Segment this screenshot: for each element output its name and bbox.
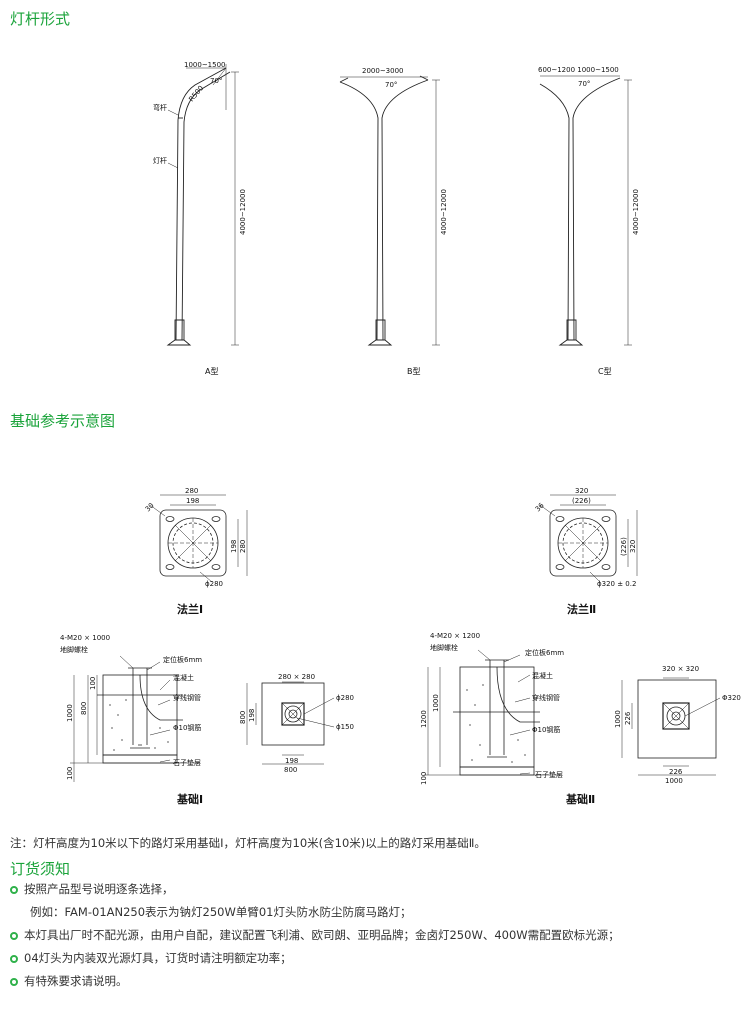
pole-a-arm-name: 弯杆: [153, 103, 167, 112]
flange-2-dia: ϕ320 ± 0.2: [597, 580, 636, 588]
flange-2-hole: 36: [534, 501, 546, 513]
flange-1-dia: ϕ280: [205, 580, 223, 588]
base-1-plan: [246, 681, 335, 765]
pole-b-angle: 70°: [385, 81, 397, 89]
pole-a-arm-span: 1000~1500: [184, 61, 226, 69]
flange-2-inner: (226): [572, 497, 591, 505]
pole-a-pole-name: 灯杆: [153, 156, 167, 165]
list-item: 按照产品型号说明逐条选择，: [10, 878, 745, 901]
base-2-plate: 定位板6mm: [525, 648, 564, 657]
base-2-h-total: 1200: [420, 710, 428, 728]
pole-b-height: 4000~12000: [440, 189, 448, 235]
pole-a-angle: 70°: [210, 77, 222, 85]
order-item-text: 例如：FAM-01AN250表示为钠灯250W单臂01灯头防水防尘防腐马路灯；: [30, 905, 412, 919]
base-2-plan: [621, 677, 721, 776]
flange-2-label: 法兰Ⅱ: [567, 602, 596, 616]
base-1-h-total: 1000: [66, 704, 74, 722]
section-title-foundation: 基础参考示意图: [10, 412, 116, 430]
base-1-plan-d1: ϕ280: [336, 694, 354, 702]
base-2-plan-wi: 226: [669, 768, 683, 776]
base-2-pipe: 穿线钢管: [532, 693, 560, 702]
base-2-plan-d1: Φ320: [722, 694, 741, 702]
order-item-text: 本灯具出厂时不配光源，由用户自配，建议配置飞利浦、欧司朗、亚明品牌；金卤灯250…: [24, 928, 620, 942]
base-1-h-mid: 800: [80, 702, 88, 715]
list-item: 有特殊要求请说明。: [10, 970, 745, 993]
base-1-plan-wi: 198: [285, 757, 298, 765]
base-1-elevation: [70, 655, 200, 782]
base-1-plan-w: 800: [284, 766, 297, 774]
pole-b-drawing: [339, 75, 440, 346]
order-item-text: 04灯头为内装双光源灯具，订货时请注明额定功率；: [24, 951, 292, 965]
flange-1-label: 法兰Ⅰ: [177, 602, 203, 616]
base-1-gravel: 石子垫层: [173, 758, 201, 767]
base-1-bolt: 4-M20 × 1000: [60, 634, 110, 642]
flange-1-inner: 198: [186, 497, 199, 505]
pole-a-height: 4000~12000: [239, 189, 247, 235]
order-item-text: 有特殊要求请说明。: [24, 974, 128, 988]
pole-a-drawing: [166, 64, 239, 346]
base-1-bolt-name: 地脚螺栓: [60, 645, 88, 654]
foundation-note: 注：灯杆高度为10米以下的路灯采用基础Ⅰ，灯杆高度为10米(含10米)以上的路灯…: [10, 836, 486, 850]
base-2-elevation: [424, 649, 560, 776]
pole-c-drawing: [539, 75, 632, 346]
base-1-plan-hi: 198: [248, 709, 256, 722]
flange-1-side-inner: 198: [230, 540, 238, 553]
base-2-bolt-name: 地脚螺栓: [430, 643, 458, 652]
flange-2-side: 320: [629, 540, 637, 553]
base-1-texture: [109, 699, 169, 751]
bullet-circle-icon: [10, 932, 18, 940]
base-2-concrete: 混凝土: [532, 671, 553, 680]
base-2-h-bottom: 100: [420, 772, 428, 785]
flange-1-hole: 30: [144, 501, 156, 513]
base-2-texture: [466, 684, 526, 763]
pole-c-label: C型: [598, 367, 612, 376]
list-item: 04灯头为内装双光源灯具，订货时请注明额定功率；: [10, 947, 745, 970]
base-2-plan-h: 1000: [614, 710, 622, 728]
pole-a-radius: R500: [187, 84, 205, 103]
order-item-text: 按照产品型号说明逐条选择，: [24, 882, 174, 896]
section-title-pole-forms: 灯杆形式: [10, 10, 71, 28]
pole-b-label: B型: [407, 367, 421, 376]
base-1-h-bottom: 100: [66, 767, 74, 780]
base-2-bolt: 4-M20 × 1200: [430, 632, 480, 640]
flange-1-side: 280: [239, 540, 247, 553]
base-2-plan-top: 320 × 320: [662, 665, 699, 673]
base-1-pipe: 穿线钢管: [173, 693, 201, 702]
ordering-list: 按照产品型号说明逐条选择， 例如：FAM-01AN250表示为钠灯250W单臂0…: [10, 878, 745, 993]
base-2-label: 基础Ⅱ: [565, 792, 595, 806]
bullet-circle-icon: [10, 978, 18, 986]
base-1-h-top: 100: [89, 677, 97, 690]
base-1-plan-d2: ϕ150: [336, 723, 354, 731]
flange-1-width: 280: [185, 487, 198, 495]
list-item: 本灯具出厂时不配光源，由用户自配，建议配置飞利浦、欧司朗、亚明品牌；金卤灯250…: [10, 924, 745, 947]
base-2-gravel: 石子垫层: [535, 770, 563, 779]
pole-b-arm-span: 2000~3000: [362, 67, 404, 75]
bullet-circle-icon: [10, 955, 18, 963]
pole-a-label: A型: [205, 367, 218, 376]
base-2-plan-w: 1000: [665, 777, 683, 785]
pole-c-height: 4000~12000: [632, 189, 640, 235]
flange-1-drawing: [149, 494, 248, 583]
base-2-h-inner: 1000: [432, 694, 440, 712]
base-1-rebar: Φ10钢筋: [173, 723, 201, 732]
pole-c-arm-span: 600~1200 1000~1500: [538, 66, 619, 74]
base-1-plan-top: 280 × 280: [278, 673, 315, 681]
flange-2-drawing: [539, 494, 638, 583]
flange-2-side-inner: (226): [620, 537, 628, 556]
pole-c-angle: 70°: [578, 80, 590, 88]
base-2-plan-hi: 226: [624, 711, 632, 725]
bullet-circle-icon: [10, 886, 18, 894]
list-item: 例如：FAM-01AN250表示为钠灯250W单臂01灯头防水防尘防腐马路灯；: [10, 901, 745, 924]
flange-2-width: 320: [575, 487, 588, 495]
base-1-concrete: 混凝土: [173, 673, 194, 682]
base-1-plate: 定位板6mm: [163, 655, 202, 664]
base-1-plan-h: 800: [239, 711, 247, 724]
base-1-label: 基础Ⅰ: [176, 792, 203, 806]
base-2-rebar: Φ10钢筋: [532, 725, 560, 734]
section-title-ordering: 订货须知: [10, 860, 71, 878]
technical-drawings: 1000~1500 70° R500 弯杆 灯杆 4000~12000 A型 2…: [60, 61, 741, 806]
